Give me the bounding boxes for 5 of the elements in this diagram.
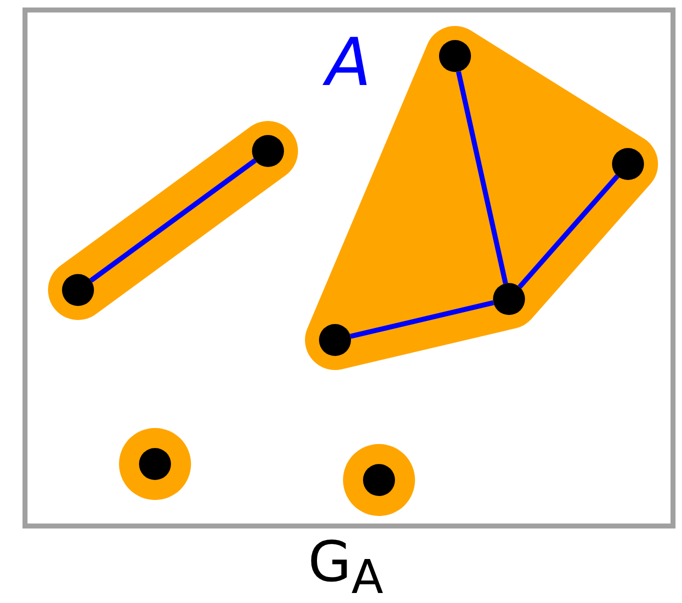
edge-line <box>518 174 620 289</box>
edge-line <box>89 158 257 283</box>
caption: G$_{A}$ <box>308 535 384 602</box>
edge-line <box>350 300 494 339</box>
edge-line <box>456 71 508 284</box>
